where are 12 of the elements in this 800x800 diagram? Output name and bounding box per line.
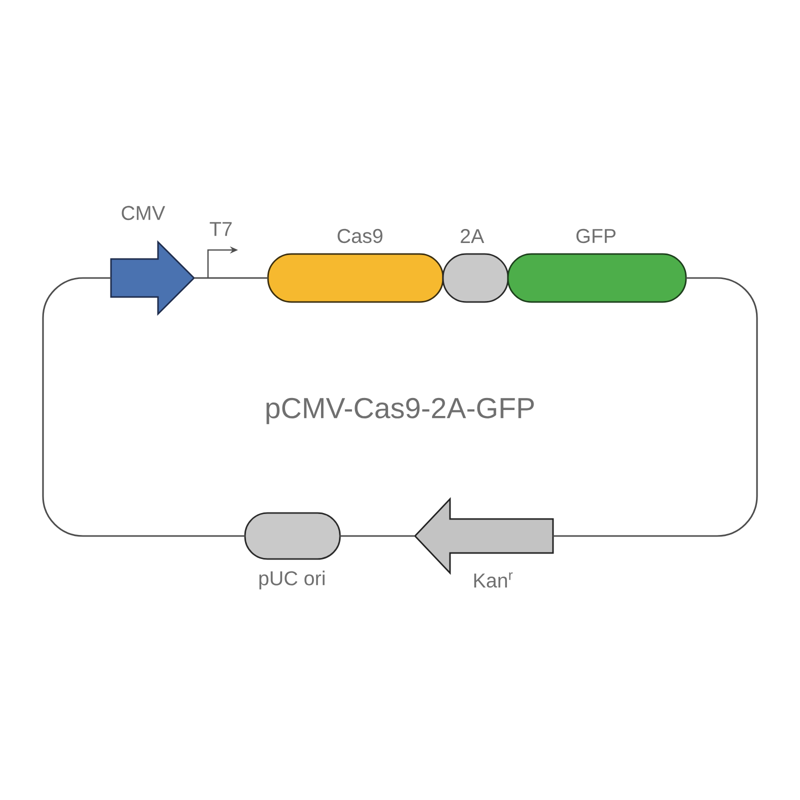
backbone-line	[340, 535, 415, 537]
backbone-line	[42, 277, 245, 537]
backbone-line	[194, 277, 268, 279]
feature-label: Cas9	[338, 228, 382, 244]
feature-label: T7	[210, 222, 232, 236]
feature-label: CMV	[122, 206, 166, 220]
feature-label: 2A	[460, 229, 484, 243]
title: pCMV-Cas9-2A-GFP	[266, 398, 534, 424]
feature-label: pUC ori	[259, 570, 325, 590]
feature-label: GFP	[576, 228, 616, 244]
backbone-line	[553, 277, 758, 537]
feature-label: Kan$^{r}$	[474, 572, 513, 588]
